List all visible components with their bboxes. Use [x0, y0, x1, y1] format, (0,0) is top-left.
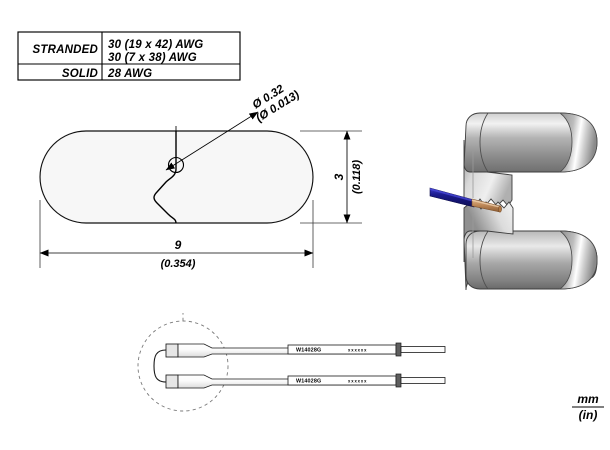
cartridge-bottom-cap: [558, 230, 598, 290]
wire-spec-table: STRANDED 30 (19 x 42) AWG 30 (7 x 38) AW…: [17, 31, 241, 81]
cartridge-top: [463, 112, 598, 207]
units-legend: mm (in): [572, 392, 604, 422]
width-dimension-secondary: (0.354): [161, 258, 196, 270]
blade-bottom-pin: [400, 377, 446, 384]
units-denominator: (in): [579, 408, 598, 422]
wire-conductor-end: [498, 205, 502, 213]
wire-assembly: [429, 187, 502, 213]
detail-circle: [137, 320, 229, 412]
cartridge-bottom-seam: [479, 230, 489, 290]
blade-bottom-part-number: W14028G: [296, 379, 321, 385]
blade-bottom-marking: xxxxxx: [348, 378, 367, 383]
blade-bottom-tip: [165, 374, 179, 389]
units-numerator: mm: [577, 392, 599, 406]
table-row-label-solid: SOLID: [62, 68, 98, 80]
table-row-label-stranded: STRANDED: [33, 44, 99, 56]
notch-profile: [153, 131, 177, 224]
height-dimension-primary: 3: [332, 173, 346, 180]
cartridge-blade-bottom: W14028G xxxxxx: [165, 373, 446, 389]
blade-top-pin: [400, 346, 446, 353]
cartridge-top-cap: [558, 112, 598, 173]
table-value-stranded-2: 30 (7 x 38) AWG: [108, 52, 197, 64]
diameter-leader-line: [165, 111, 259, 171]
blade-bottom-collar: [395, 373, 402, 388]
wire-insulation-highlight: [430, 188, 474, 202]
cartridge-top-seam: [479, 112, 489, 173]
cartridge-bottom: [463, 201, 598, 291]
detail-view: W14028G xxxxxx W14028G xxxxxx: [137, 313, 446, 412]
cartridge-blade-top: W14028G xxxxxx: [165, 342, 446, 358]
table-value-solid-1: 28 AWG: [107, 68, 152, 80]
cartridge-top-jaw: [463, 140, 513, 207]
table-value-stranded-1: 30 (19 x 42) AWG: [108, 39, 203, 51]
width-dimension-primary: 9: [175, 238, 182, 252]
blade-top-part-number: W14028G: [296, 348, 321, 354]
render-view: [429, 112, 598, 291]
diameter-callout: Ø 0.32 (Ø 0.013): [251, 83, 302, 125]
tip-bend: [153, 349, 167, 383]
wire-conductor-highlight: [472, 199, 500, 208]
blade-top-collar: [395, 342, 402, 357]
blade-top-tip: [165, 343, 179, 358]
front-view: Ø 0.32 (Ø 0.013) 9 (0.354) 3 (0.118): [39, 83, 363, 270]
blade-top-marking: xxxxxx: [348, 347, 367, 352]
height-dimension-secondary: (0.118): [351, 160, 363, 194]
cartridge-bottom-jaw: [463, 201, 514, 262]
